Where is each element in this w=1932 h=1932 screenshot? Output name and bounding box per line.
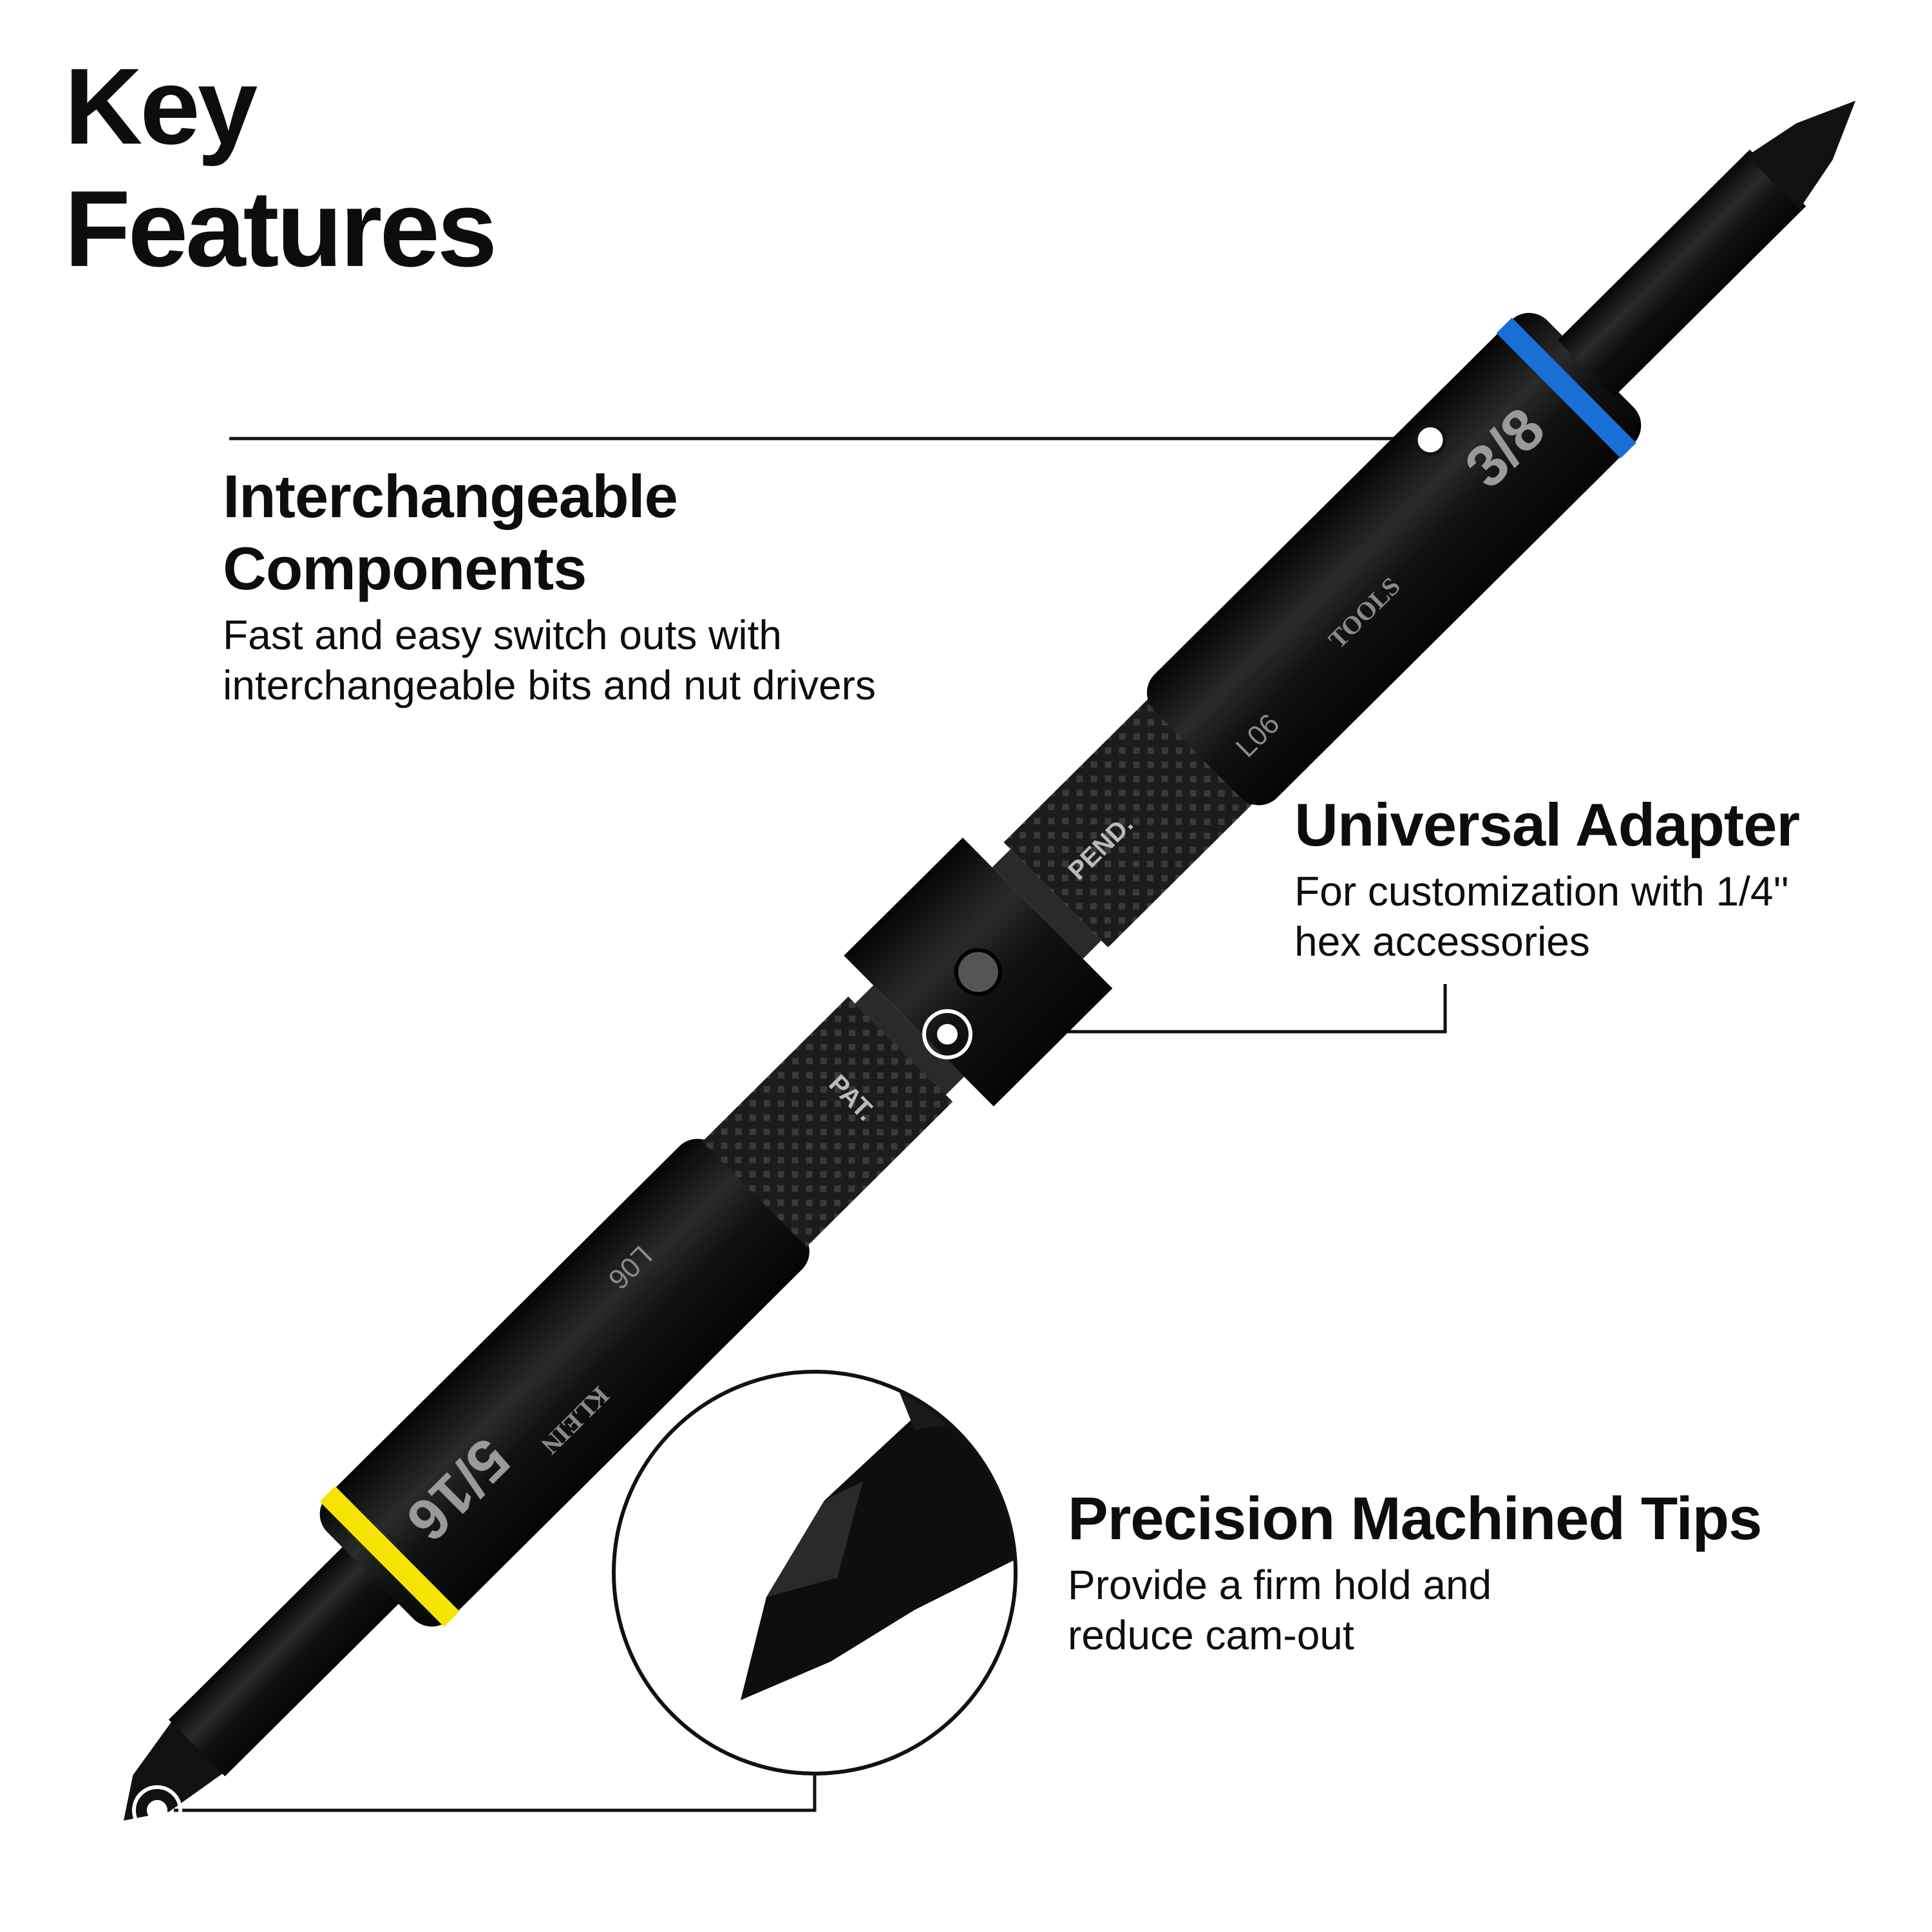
callout-ring-adapter — [922, 1009, 972, 1059]
top-shank — [1557, 149, 1806, 397]
o-ring — [855, 985, 965, 1095]
title-line-2: Features — [64, 168, 497, 289]
desc-line-1: Fast and easy switch outs with — [223, 612, 782, 658]
top-knurl — [1003, 697, 1255, 948]
title-line-1: Key — [64, 46, 258, 167]
desc-line-1: For customization with 1/4'' — [1294, 868, 1789, 914]
page-title: Key Features — [64, 45, 497, 290]
magnified-tip — [612, 1370, 1018, 1776]
leader-tips — [174, 1772, 817, 1812]
blue-ring — [1496, 317, 1636, 459]
top-tip — [1747, 100, 1856, 209]
yellow-ring — [319, 1486, 460, 1627]
callout-dot-interchangeable — [1414, 424, 1446, 456]
feature-precision-tips: Precision Machined Tips Provide a firm h… — [1068, 1482, 1762, 1660]
heading-line-2: Components — [223, 535, 587, 602]
bottom-tip — [124, 1717, 228, 1821]
heading-line-1: Interchangeable — [223, 462, 678, 530]
callout-dot-adapter — [937, 1024, 958, 1045]
feature-universal-adapter: Universal Adapter For customization with… — [1294, 789, 1800, 967]
magnifier-circle — [612, 1370, 1018, 1776]
desc-line-1: Provide a firm hold and — [1068, 1562, 1492, 1608]
bottom-shank — [168, 1538, 408, 1777]
feature-heading: Precision Machined Tips — [1068, 1484, 1762, 1552]
desc-line-2: hex accessories — [1294, 918, 1590, 965]
bottom-knurl — [702, 996, 953, 1247]
feature-description: For customization with 1/4''hex accessor… — [1294, 866, 1799, 967]
feature-heading: Universal Adapter — [1294, 791, 1800, 858]
o-ring — [992, 849, 1101, 959]
callout-dot-tips — [147, 1800, 167, 1821]
callout-ring-tips — [132, 1785, 182, 1835]
top-socket — [1146, 312, 1642, 806]
bottom-socket — [319, 1139, 810, 1627]
detent-ball — [954, 948, 1002, 996]
desc-line-2: reduce cam-out — [1068, 1612, 1354, 1658]
double-ended-driver: 5/16 KLEIN L06 PAT. PEND. L06 TOOLS 3/8 — [124, 100, 1856, 1821]
desc-line-2: interchangeable bits and nut drivers — [223, 662, 876, 708]
leader-adapter — [966, 984, 1447, 1034]
